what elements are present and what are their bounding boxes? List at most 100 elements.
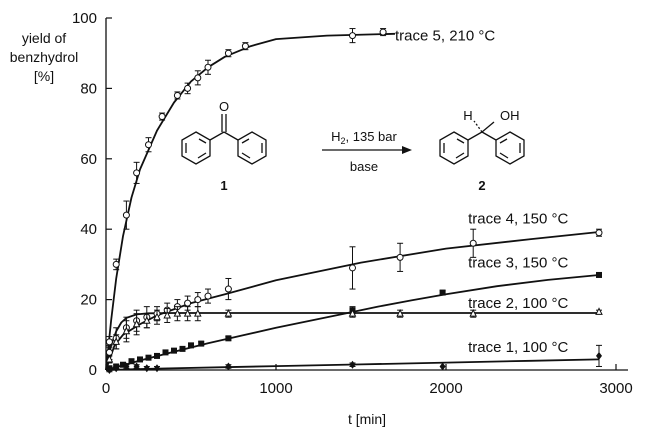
data-point xyxy=(349,32,356,40)
data-point xyxy=(133,169,141,177)
data-point xyxy=(105,348,113,356)
data-point xyxy=(396,309,404,317)
reaction-arrow-head xyxy=(402,146,412,154)
trace-label-1: trace 1, 100 °C xyxy=(468,339,568,356)
data-point xyxy=(132,319,141,328)
data-point xyxy=(171,347,177,354)
x-tick-label: 2000 xyxy=(429,380,462,397)
data-point xyxy=(154,352,160,359)
data-point xyxy=(379,28,387,36)
data-point xyxy=(143,364,150,373)
y-tick-label: 80 xyxy=(80,80,97,97)
data-point xyxy=(595,307,603,315)
y-tick-label: 60 xyxy=(80,151,97,168)
data-point xyxy=(122,211,130,219)
data-point xyxy=(348,309,357,317)
data-point xyxy=(469,239,477,247)
fit-curves xyxy=(105,32,600,371)
data-point xyxy=(128,358,135,365)
data-point xyxy=(158,113,166,121)
y-tick-label: 40 xyxy=(80,221,97,238)
data-point xyxy=(137,356,143,363)
data-point xyxy=(595,229,603,237)
axes xyxy=(105,18,628,371)
y-axis-ticks: 0 20 40 60 80 100 xyxy=(72,10,112,379)
data-point xyxy=(204,63,212,71)
atom-o: O xyxy=(219,99,229,114)
x-axis-title: t [min] xyxy=(348,411,386,427)
data-point xyxy=(106,366,113,374)
x-tick-label: 3000 xyxy=(599,380,632,397)
data-point xyxy=(120,361,126,368)
data-point xyxy=(105,354,114,363)
data-point xyxy=(105,338,113,346)
data-point xyxy=(113,364,120,373)
data-point xyxy=(198,340,205,347)
trace-label-5: trace 5, 210 °C xyxy=(395,28,495,45)
data-point xyxy=(145,141,152,149)
data-point xyxy=(241,42,249,50)
data-point xyxy=(162,349,169,356)
fit-curve xyxy=(105,358,600,371)
benzophenone-structure xyxy=(181,114,267,165)
data-point xyxy=(163,310,172,319)
trace-label-4: trace 4, 150 °C xyxy=(468,211,568,228)
condition-sub: 2 xyxy=(341,136,346,146)
data-point xyxy=(224,285,232,293)
data-point xyxy=(154,364,160,373)
condition-top: H2, 135 bar xyxy=(331,129,397,146)
y-tick-label: 20 xyxy=(80,292,97,309)
compound-1-number: 1 xyxy=(220,178,227,193)
y-axis-title-line-2: benzhydrol xyxy=(10,49,79,65)
atom-oh: OH xyxy=(500,108,520,123)
data-point xyxy=(173,309,182,317)
y-tick-label: 100 xyxy=(72,10,97,27)
data-point xyxy=(183,309,192,317)
reaction-scheme: O 1 H2, 135 bar base H OH 2 xyxy=(181,99,525,193)
data-point xyxy=(349,264,356,272)
trace-label-3: trace 3, 150 °C xyxy=(468,255,568,272)
condition-h: H xyxy=(331,129,340,144)
data-point xyxy=(349,360,356,369)
trace-label-2: trace 2, 100 °C xyxy=(468,295,568,312)
condition-rest: , 135 bar xyxy=(346,129,398,144)
y-axis-title-line-1: yield of xyxy=(22,30,66,46)
data-point xyxy=(123,362,130,371)
condition-bottom: base xyxy=(350,159,378,174)
data-point xyxy=(153,312,161,321)
benzhydrol-structure xyxy=(439,120,525,165)
data-point xyxy=(112,337,121,345)
data-point xyxy=(194,74,202,82)
data-point xyxy=(439,289,446,296)
data-point xyxy=(224,49,232,57)
data-point xyxy=(142,316,151,324)
data-point xyxy=(173,91,181,99)
data-point xyxy=(396,253,404,261)
data-point xyxy=(179,345,186,352)
x-axis-ticks: 0 1000 2000 3000 xyxy=(102,364,633,397)
data-point xyxy=(112,260,120,268)
data-point xyxy=(439,362,446,371)
data-markers xyxy=(105,28,603,374)
data-point xyxy=(188,342,194,349)
data-point xyxy=(469,309,478,317)
data-point xyxy=(184,299,192,307)
y-tick-label: 0 xyxy=(89,362,97,379)
data-point xyxy=(194,296,202,304)
x-tick-label: 0 xyxy=(102,380,110,397)
trace-labels: trace 5, 210 °C trace 4, 150 °C trace 3, 1… xyxy=(395,28,568,357)
data-point xyxy=(225,335,232,342)
data-point xyxy=(204,292,212,300)
data-point xyxy=(596,351,602,360)
data-point xyxy=(193,309,202,317)
data-point xyxy=(122,326,131,335)
data-point xyxy=(145,354,152,361)
data-point xyxy=(225,362,232,371)
data-point xyxy=(133,362,140,371)
x-tick-label: 1000 xyxy=(259,380,292,397)
data-point xyxy=(184,84,192,92)
y-axis-title-line-3: [%] xyxy=(34,68,54,84)
data-point xyxy=(596,271,602,278)
compound-2-number: 2 xyxy=(478,178,485,193)
